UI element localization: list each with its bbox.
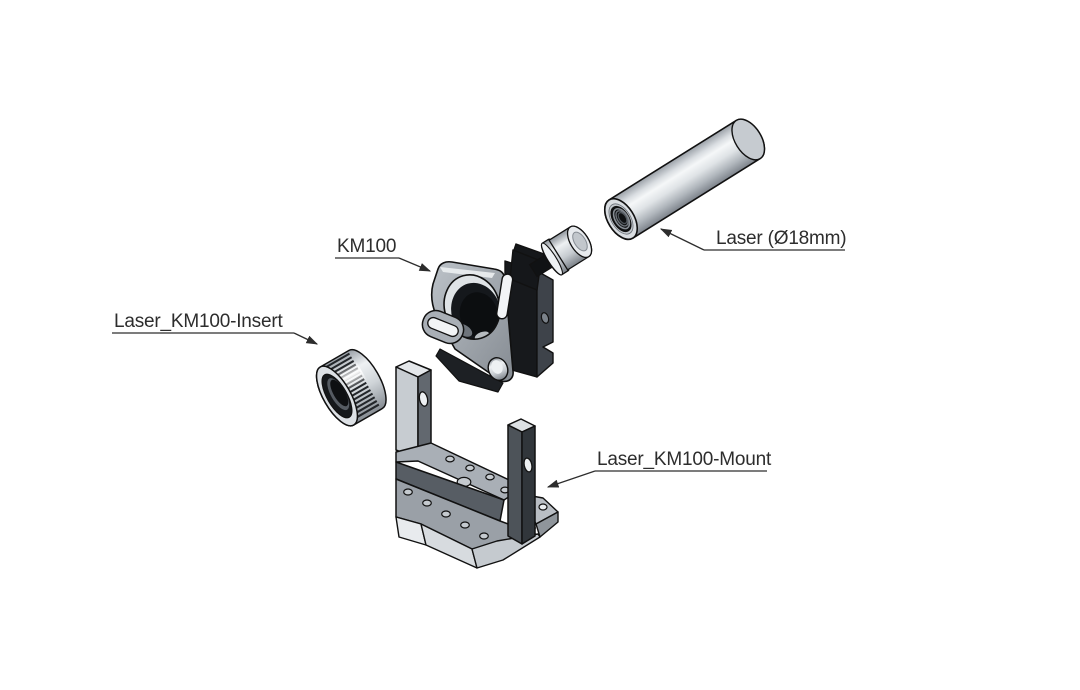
label-mount-text: Laser_KM100-Mount — [597, 449, 772, 470]
right-arm-front — [507, 424, 523, 545]
annotations: KM100 Laser (Ø18mm) Laser_KM100-Insert L… — [112, 228, 847, 488]
extension-hole — [538, 503, 548, 511]
insert-bore-deep — [330, 379, 349, 407]
knob-face-inner — [572, 231, 588, 252]
adjuster-knob — [528, 225, 593, 278]
label-laser-leader — [659, 228, 705, 251]
label-laser-text: Laser (Ø18mm) — [716, 228, 846, 249]
tube-far-cap — [731, 118, 766, 161]
label-km100-leader — [398, 257, 432, 272]
aperture-deep — [459, 292, 499, 338]
label-insert-leader — [293, 332, 319, 345]
label-laser: Laser (Ø18mm) — [659, 228, 847, 251]
label-mount: Laser_KM100-Mount — [546, 449, 772, 488]
knob-flange-cap — [541, 242, 563, 276]
label-km100: KM100 — [335, 236, 432, 272]
flexure-slot — [496, 273, 514, 320]
tube-thread-3 — [617, 212, 628, 225]
foot-slot — [427, 316, 459, 338]
tube-thread-1 — [612, 207, 631, 230]
label-mount-leader — [546, 470, 596, 488]
tube-thread-2 — [615, 210, 629, 227]
label-km100-text: KM100 — [337, 236, 396, 257]
lower-adjuster-highlight — [491, 360, 503, 374]
left-arm-hole — [418, 391, 429, 407]
label-insert-text: Laser_KM100-Insert — [114, 311, 283, 332]
adjuster-arm — [509, 249, 542, 291]
left-arm-front — [395, 366, 419, 460]
kinematic-mount — [421, 225, 593, 393]
mount-side-hole — [540, 312, 550, 324]
insert-ring — [315, 349, 387, 427]
plate-top-bevel — [440, 267, 495, 278]
right-arm-side — [521, 425, 536, 545]
mount-side-face — [536, 270, 554, 378]
mount-foot — [421, 309, 465, 345]
extension-front — [535, 511, 559, 538]
label-insert: Laser_KM100-Insert — [112, 311, 319, 345]
right-arm-hole — [523, 457, 533, 473]
mount-bracket — [395, 360, 559, 569]
laser-tube — [603, 118, 766, 241]
